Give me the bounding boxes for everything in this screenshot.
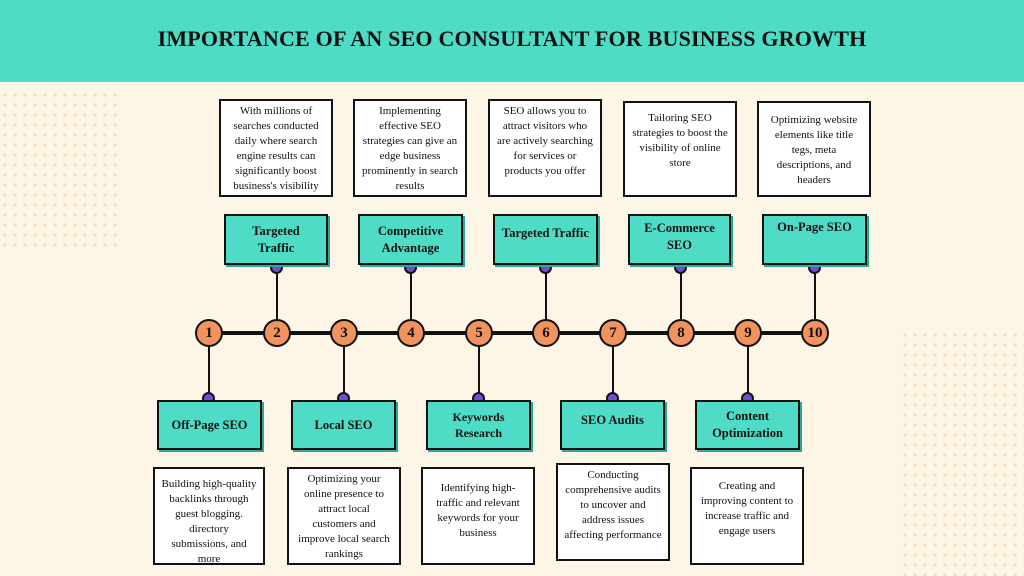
dot-pattern-left: [0, 90, 120, 250]
step-description-4: Implementing effective SEO strategies ca…: [353, 99, 467, 197]
connector-line-10: [814, 270, 816, 322]
step-number-4: 4: [397, 319, 425, 347]
page-title: IMPORTANCE OF AN SEO CONSULTANT FOR BUSI…: [157, 26, 867, 51]
step-description-3: Optimizing your online presence to attra…: [287, 467, 401, 565]
step-label-6: Targeted Traffic: [493, 214, 598, 265]
step-label-3: Local SEO: [291, 400, 396, 450]
step-label-2: Targeted Traffic: [224, 214, 328, 265]
connector-line-8: [680, 270, 682, 322]
connector-line-2: [276, 270, 278, 322]
step-number-8: 8: [667, 319, 695, 347]
step-number-7: 7: [599, 319, 627, 347]
step-label-1: Off-Page SEO: [157, 400, 262, 450]
step-label-5: Keywords Research: [426, 400, 531, 450]
step-number-5: 5: [465, 319, 493, 347]
step-label-10: On-Page SEO: [762, 214, 867, 265]
step-description-2: With millions of searches conducted dail…: [219, 99, 333, 197]
step-label-7: SEO Audits: [560, 400, 665, 450]
connector-line-5: [478, 346, 480, 398]
step-number-6: 6: [532, 319, 560, 347]
header-banner: [0, 0, 1024, 82]
step-description-8: Tailoring SEO strategies to boost the vi…: [623, 101, 737, 197]
step-number-3: 3: [330, 319, 358, 347]
step-number-10: 10: [801, 319, 829, 347]
dot-pattern-right: [900, 330, 1024, 576]
step-description-10: Optimizing website elements like title t…: [757, 101, 871, 197]
step-number-9: 9: [734, 319, 762, 347]
step-number-2: 2: [263, 319, 291, 347]
step-description-9: Creating and improving content to increa…: [690, 467, 804, 565]
step-description-7: Conducting comprehensive audits to uncov…: [556, 463, 670, 561]
step-description-5: Identifying high-traffic and relevant ke…: [421, 467, 535, 565]
timeline-axis: [208, 331, 816, 335]
connector-line-1: [208, 346, 210, 398]
step-description-1: Building high-quality backlinks through …: [153, 467, 265, 565]
connector-line-3: [343, 346, 345, 398]
step-label-9: Content Optimization: [695, 400, 800, 450]
step-number-1: 1: [195, 319, 223, 347]
connector-line-4: [410, 270, 412, 322]
step-label-8: E-Commerce SEO: [628, 214, 731, 265]
step-description-6: SEO allows you to attract visitors who a…: [488, 99, 602, 197]
connector-line-7: [612, 346, 614, 398]
connector-line-9: [747, 346, 749, 398]
step-label-4: Competitive Advantage: [358, 214, 463, 265]
connector-line-6: [545, 270, 547, 322]
